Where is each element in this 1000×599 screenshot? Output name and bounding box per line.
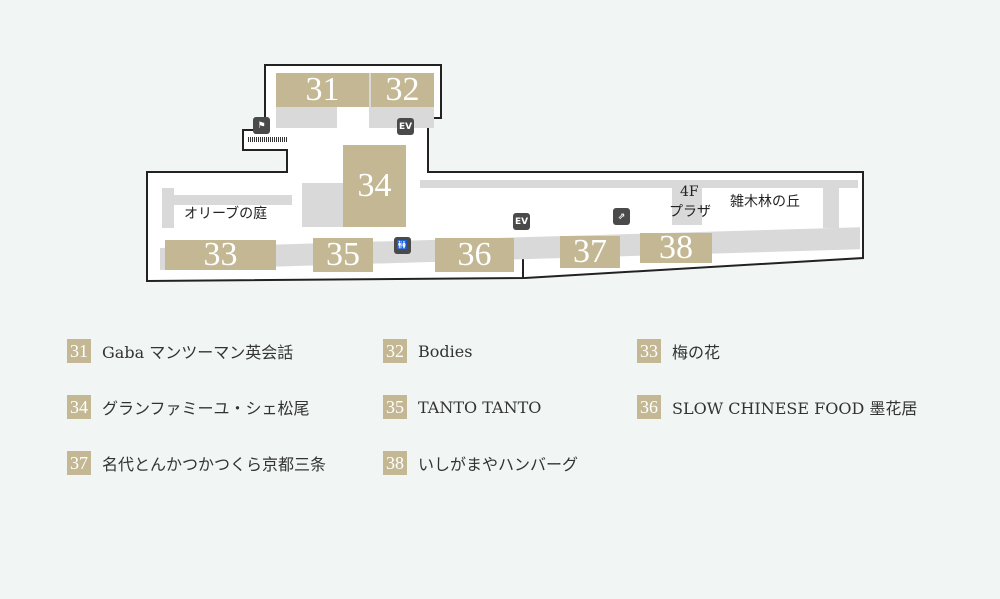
shop-31[interactable]: 31 xyxy=(276,73,369,107)
legend-number: 35 xyxy=(383,395,407,419)
shop-36[interactable]: 36 xyxy=(435,238,514,272)
legend-name: グランファミーユ・シェ松尾 xyxy=(102,399,310,418)
legend-name: 名代とんかつかつくら京都三条 xyxy=(102,455,327,474)
area xyxy=(162,188,174,228)
shop-34[interactable]: 34 xyxy=(343,145,406,227)
stairs-icon: ⚑ xyxy=(253,117,270,134)
area-label-olive: オリーブの庭 xyxy=(184,206,268,222)
area-label-forest: 雑木林の丘 xyxy=(730,194,800,210)
legend-name: Gaba マンツーマン英会話 xyxy=(102,343,294,362)
legend-name: いしがまやハンバーグ xyxy=(418,455,579,474)
legend-number: 33 xyxy=(637,339,661,363)
area xyxy=(672,185,702,225)
legend-name: Bodies xyxy=(418,341,473,361)
legend-name: SLOW CHINESE FOOD 墨花居 xyxy=(672,399,918,418)
restroom-icon: 🚻 xyxy=(394,237,411,254)
legend-item[interactable]: 34 グランファミーユ・シェ松尾 xyxy=(67,395,310,419)
legend-number: 38 xyxy=(383,451,407,475)
legend-item[interactable]: 32 Bodies xyxy=(383,339,472,363)
legend-item[interactable]: 31 Gaba マンツーマン英会話 xyxy=(67,339,293,363)
legend-number: 36 xyxy=(637,395,661,419)
legend-item[interactable]: 38 いしがまやハンバーグ xyxy=(383,451,578,475)
area xyxy=(420,180,858,188)
legend-item[interactable]: 33 梅の花 xyxy=(637,339,720,363)
legend-name: TANTO TANTO xyxy=(418,397,542,417)
legend-item[interactable]: 37 名代とんかつかつくら京都三条 xyxy=(67,451,326,475)
area-label-plaza: プラザ xyxy=(669,204,711,220)
shop-37[interactable]: 37 xyxy=(560,235,620,269)
area xyxy=(174,195,292,205)
ev-icon: EV xyxy=(513,213,530,230)
corridor xyxy=(337,107,369,129)
shop-35[interactable]: 35 xyxy=(313,238,373,272)
legend-number: 32 xyxy=(383,339,407,363)
area-label-floor: 4F xyxy=(680,184,699,200)
shop-38[interactable]: 38 xyxy=(640,231,712,265)
shop-33[interactable]: 33 xyxy=(165,238,276,272)
legend-number: 34 xyxy=(67,395,91,419)
legend-number: 31 xyxy=(67,339,91,363)
staircase xyxy=(248,137,288,142)
legend-name: 梅の花 xyxy=(672,343,721,362)
shop-32[interactable]: 32 xyxy=(371,73,434,107)
escalator-icon: ⇗ xyxy=(613,208,630,225)
area xyxy=(823,188,839,228)
legend-item[interactable]: 36 SLOW CHINESE FOOD 墨花居 xyxy=(637,395,917,419)
ev-icon: EV xyxy=(397,118,414,135)
legend-number: 37 xyxy=(67,451,91,475)
legend-item[interactable]: 35 TANTO TANTO xyxy=(383,395,541,419)
